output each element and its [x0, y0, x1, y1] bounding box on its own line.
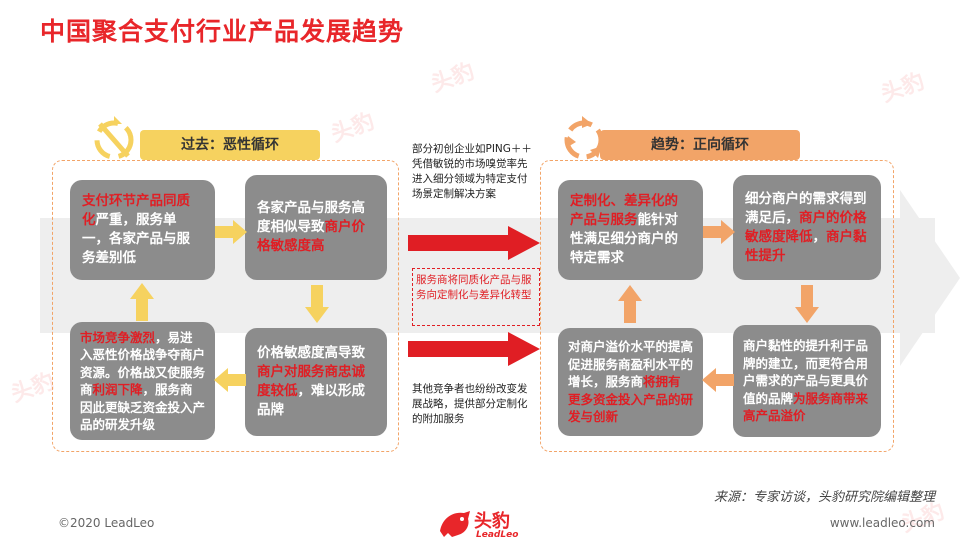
right-arrow-left — [702, 368, 734, 392]
box-text-segment: 商户对服务商忠诚度较低 — [257, 364, 365, 399]
logo-cn-text: 头豹 — [474, 511, 510, 532]
footer-website[interactable]: www.leadleo.com — [829, 516, 935, 530]
box-text-segment: 各家产品与服务高度相似导致 — [257, 200, 365, 235]
note-competitors: 其他竞争者也纷纷改变发展战略，提供部分定制化的附加服务 — [412, 383, 528, 425]
right-arrow-right — [703, 220, 735, 244]
note-transformation-box — [412, 268, 540, 326]
watermark: 头豹 — [877, 69, 928, 108]
box-text-segment: 支付环节产品同质化 — [82, 193, 190, 228]
left-box-price-sensitivity: 各家产品与服务高度相似导致商户价格敏感度高 — [245, 175, 387, 280]
left-arrow-right — [215, 220, 247, 244]
leopard-logo-icon — [440, 511, 470, 537]
box-text-segment: 价格敏感度高导致 — [257, 345, 365, 361]
left-arrow-left — [214, 368, 246, 392]
left-cycle-panel — [52, 160, 399, 452]
right-header: 趋势：正向循环 — [600, 130, 800, 160]
box-text-segment: 商户的价格敏感度降低 — [745, 209, 867, 245]
logo-en-text: LeadLeo — [476, 530, 519, 540]
box-text-segment: 将拥有更多资金投入产品的研发与创新 — [568, 374, 694, 425]
page-title: 中国聚合支付行业产品发展趋势 — [40, 17, 405, 46]
left-arrow-up — [130, 283, 154, 321]
red-arrow-bottom — [408, 332, 540, 366]
red-arrow-top — [408, 226, 540, 260]
right-box-profit-growth: 对商户溢价水平的提高促进服务商盈利水平的增长，服务商将拥有更多资金投入产品的研发… — [558, 328, 703, 436]
box-text-segment: ，易进入恶性价格战争夺商户资源。价格战又使服务商 — [80, 329, 206, 398]
box-text-segment: 为服务商带来高产品溢价 — [743, 390, 869, 424]
box-text-segment: ， — [812, 228, 827, 245]
right-box-brand-premium: 商户黏性的提升利于品牌的建立，而更符合用户需求的产品与更具价值的品牌为服务商带来… — [733, 325, 881, 437]
source-note: 来源：专家访谈，头豹研究院编辑整理 — [713, 490, 935, 505]
box-text-segment: ，难以形成品牌 — [257, 383, 365, 418]
box-text-segment: 市场竞争激烈 — [80, 329, 156, 345]
box-text-segment: 能针对性满足细分商户的特定需求 — [570, 212, 678, 266]
note-early-entrants: 部分初创企业如PING＋＋凭借敏锐的市场嗅觉率先进入细分领域为特定支付场景定制解… — [412, 143, 532, 200]
footer-logo: 头豹 LeadLeo — [438, 505, 538, 545]
box-text-segment: 利润下降 — [92, 382, 143, 397]
recycle-broken-icon — [94, 116, 134, 160]
box-text-segment: 对商户溢价水平的提高促进服务商盈利水平的增长，服务商 — [568, 339, 694, 390]
box-text-segment: 商户黏性提升 — [745, 228, 867, 264]
left-box-price-war: 市场竞争激烈，易进入恶性价格战争夺商户资源。价格战又使服务商利润下降，服务商因此… — [70, 322, 215, 440]
watermark: 头豹 — [7, 369, 58, 408]
watermark: 头豹 — [427, 59, 478, 98]
left-header: 过去：恶性循环 — [140, 130, 320, 160]
background-arrow-head — [900, 190, 960, 366]
right-box-sensitivity-drop: 细分商户的需求得到满足后，商户的价格敏感度降低，商户黏性提升 — [733, 175, 881, 280]
right-arrow-up — [618, 285, 642, 323]
left-box-homogenization: 支付环节产品同质化严重，服务单一，各家产品与服务差别低 — [70, 180, 215, 280]
left-arrow-down — [305, 285, 329, 323]
right-box-customization: 定制化、差异化的产品与服务能针对性满足细分商户的特定需求 — [558, 180, 703, 280]
right-cycle-panel — [540, 160, 894, 452]
watermark: 头豹 — [327, 109, 378, 148]
box-text-segment: ，服务商因此更缺乏资金投入产品的研发升级 — [80, 382, 206, 432]
footer-copyright: ©2020 LeadLeo — [58, 516, 155, 530]
note-transformation: 服务商将同质化产品与服务向定制化与差异化转型 — [416, 274, 532, 301]
box-text-segment: 定制化、差异化的产品与服务 — [570, 193, 678, 228]
right-arrow-down — [795, 285, 819, 323]
box-text-segment: 商户黏性的提升利于品牌的建立，而更符合用户需求的产品与更具价值的品牌 — [743, 338, 869, 406]
recycle-icon — [564, 116, 604, 160]
box-text-segment: 细分商户的需求得到满足后， — [745, 190, 867, 226]
box-text-segment: 商户价格敏感度高 — [257, 219, 365, 254]
box-text-segment: 严重，服务单一，各家产品与服务差别低 — [82, 212, 190, 266]
left-box-low-loyalty: 价格敏感度高导致商户对服务商忠诚度较低，难以形成品牌 — [245, 328, 387, 436]
